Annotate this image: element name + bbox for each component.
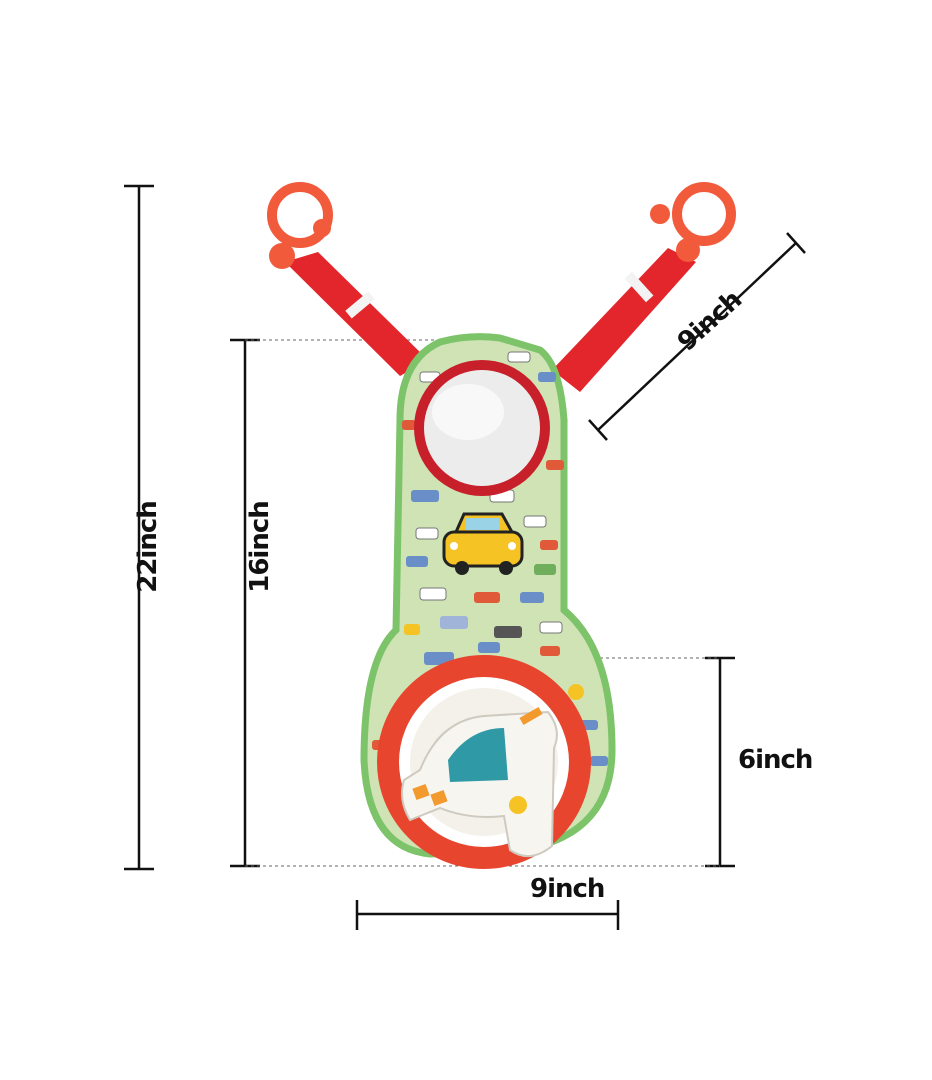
body-height-label: 16inch [245, 501, 275, 593]
straps [285, 248, 696, 392]
dimension-lines [124, 184, 806, 930]
ring-clip-icon [650, 182, 736, 262]
car-icon [442, 512, 524, 575]
ring-clip-icon [267, 182, 333, 269]
body-width-label: 9inch [530, 874, 605, 904]
total-height-label: 22inch [133, 501, 163, 593]
steering-wheel-icon [377, 655, 591, 869]
wheel-height-label: 6inch [738, 745, 813, 775]
mirror-icon [414, 360, 550, 496]
